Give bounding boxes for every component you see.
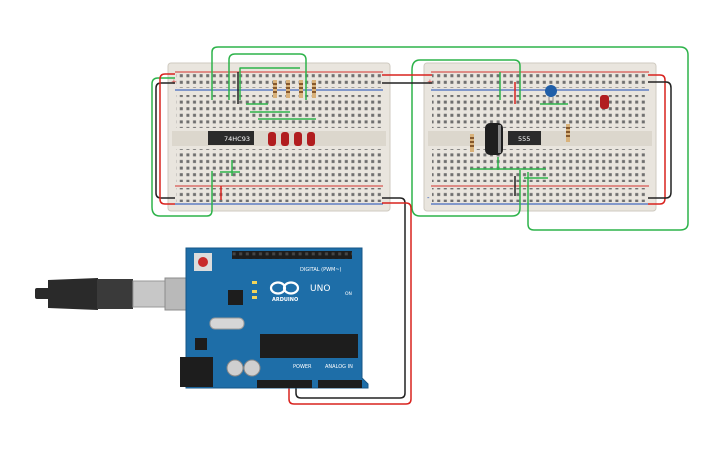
wire-green[interactable] [151, 77, 213, 217]
terminal-holes-bottom [432, 149, 648, 182]
ic-74hc93[interactable]: 74HC93 [208, 131, 254, 145]
wire-red[interactable] [159, 73, 175, 205]
l-led [252, 281, 257, 284]
usb-chip [228, 290, 243, 305]
terminal-holes-top [432, 95, 648, 128]
ic-label: 74HC93 [224, 135, 250, 143]
wire-green[interactable] [211, 46, 689, 231]
electrolytic-capacitor[interactable] [485, 123, 503, 155]
on-label: ON [345, 291, 352, 297]
wire-black[interactable] [648, 81, 672, 199]
wire-green[interactable] [239, 67, 300, 100]
brand-text: ARDUINO [272, 297, 298, 303]
regulator [195, 338, 207, 350]
led-array[interactable] [268, 132, 315, 146]
rail-holes-top [176, 74, 382, 88]
crystal [209, 317, 245, 330]
usb-cable[interactable] [35, 277, 196, 311]
breadboard-right: + - [423, 62, 657, 212]
model-text: UNO [310, 284, 330, 294]
wire-green[interactable] [228, 53, 307, 100]
center-channel [172, 131, 386, 146]
wire-red[interactable] [648, 74, 666, 205]
resistor[interactable] [312, 80, 316, 98]
led[interactable] [307, 132, 315, 146]
resistor-right-1[interactable] [470, 134, 474, 152]
analog-label: ANALOG IN [325, 364, 353, 370]
wire-green[interactable] [411, 59, 521, 100]
wire-green[interactable] [411, 70, 521, 217]
capacitor-stripe [498, 125, 501, 153]
analog-header [318, 380, 362, 388]
breadboard-left: + - [167, 62, 391, 212]
rx-led [252, 296, 257, 299]
ic-label: 555 [518, 135, 530, 143]
capacitor [226, 359, 244, 377]
resistor[interactable] [299, 80, 303, 98]
reset-button[interactable] [198, 257, 208, 267]
led[interactable] [294, 132, 302, 146]
digital-label: DIGITAL (PWM~) [300, 267, 342, 273]
wire-black[interactable] [295, 197, 406, 399]
arduino-logo-icon [269, 281, 300, 295]
rail-plus-label: + [427, 78, 433, 86]
rail-holes-bottom [432, 188, 648, 202]
rail-holes-bottom [176, 188, 382, 202]
power-label: POWER [293, 364, 312, 370]
ic-body [508, 131, 541, 145]
ic-body [208, 131, 254, 145]
ceramic-capacitor[interactable] [545, 85, 557, 104]
wire-black[interactable] [155, 82, 175, 199]
rail-minus-label: - [427, 194, 430, 202]
power-jack [180, 357, 213, 387]
resistor[interactable] [286, 80, 290, 98]
terminal-holes-bottom [176, 149, 382, 182]
wires [151, 46, 689, 405]
led-right[interactable] [600, 95, 609, 109]
wire-red[interactable] [288, 202, 412, 405]
resistor-right-2[interactable] [566, 124, 570, 142]
rail-plus-label: + [171, 78, 177, 86]
resistor-array[interactable] [273, 80, 316, 98]
led[interactable] [281, 132, 289, 146]
capacitor [243, 359, 261, 377]
capacitor-body [545, 85, 557, 97]
atmega-chip [260, 334, 358, 358]
tx-led [252, 290, 257, 293]
ic-555[interactable]: 555 [508, 131, 541, 145]
arduino-uno[interactable]: DIGITAL (PWM~) ARDUINO UNO ON POWER ANAL… [180, 247, 369, 389]
rail-holes-top [432, 74, 648, 88]
led[interactable] [600, 95, 609, 109]
power-header [257, 380, 312, 388]
led[interactable] [268, 132, 276, 146]
resistor[interactable] [273, 80, 277, 98]
